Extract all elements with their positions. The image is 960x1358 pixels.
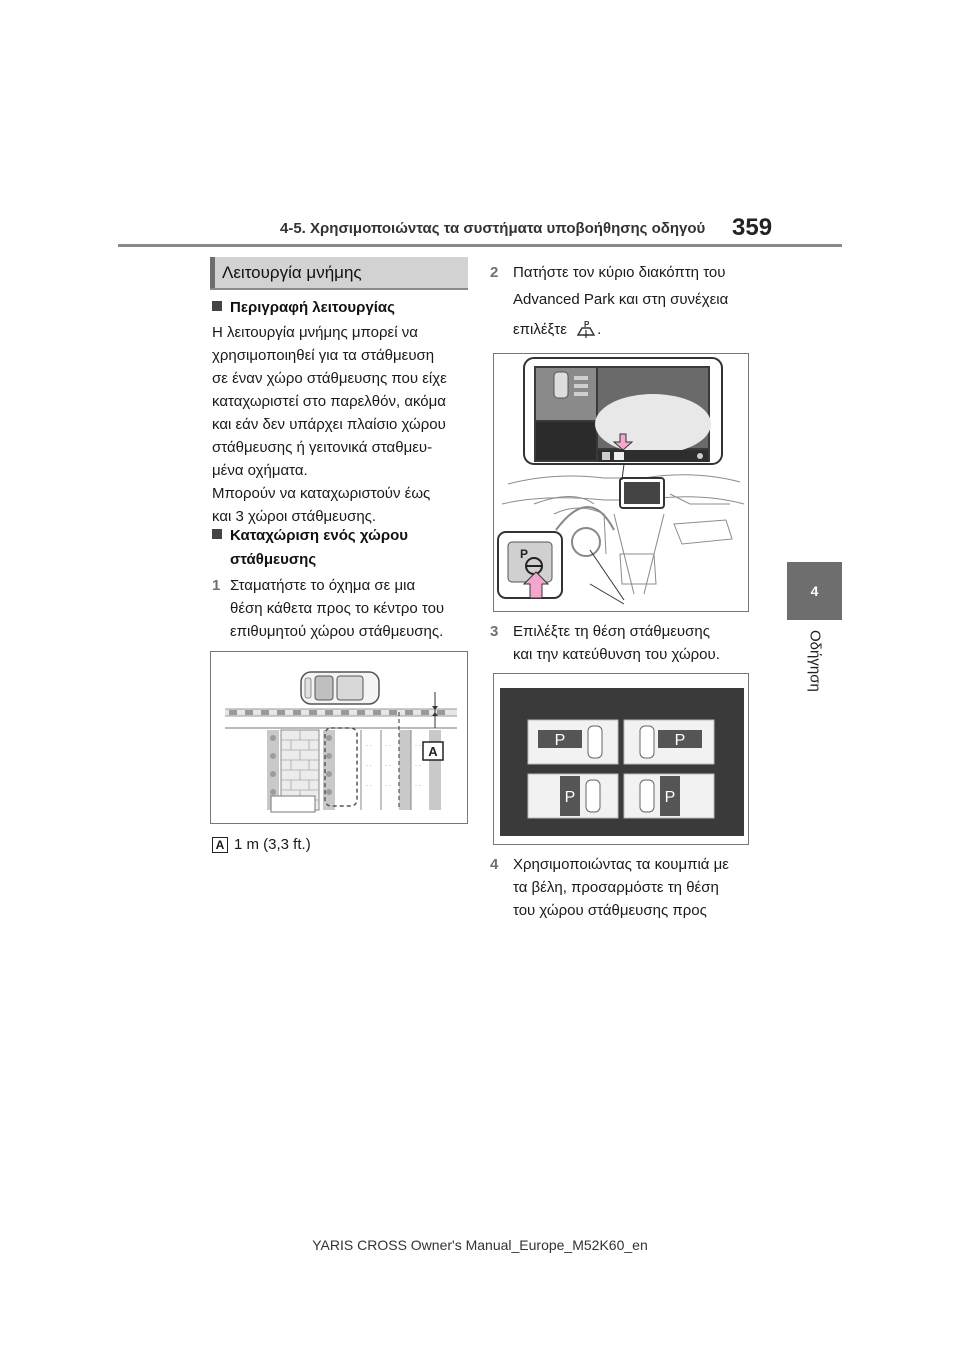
parking-selection-drawing: P P P P — [494, 674, 748, 844]
step-1: 1 Σταματήστε το όχημα σε μια θέση κάθετα… — [212, 574, 472, 643]
svg-text:- -: - - — [385, 743, 391, 749]
step-1-text: Σταματήστε το όχημα σε μια θέση κάθετα π… — [230, 577, 445, 640]
option-1-label: P — [555, 732, 566, 749]
switch-letter: P — [520, 547, 528, 561]
step-2-text: Πατήστε τον κύριο διακόπτη του Advanced … — [490, 259, 790, 349]
header-section-title: 4-5. Χρησιμοποιώντας τα συστήματα υποβοή… — [280, 220, 706, 237]
option-3-label: P — [565, 789, 576, 806]
step-4: 4 Χρησιμοποιώντας τα κουμπιά με τα βέλη,… — [490, 853, 790, 922]
section-heading-text: Λειτουργία μνήμης — [222, 263, 362, 282]
figure-label-a: A — [428, 744, 438, 759]
parking-lot-drawing: - - - - - - - - - - - - - - - - - - A — [211, 652, 467, 823]
option-4-label: P — [665, 789, 676, 806]
option-2-label: P — [675, 732, 686, 749]
step-3-text: Επιλέξτε τη θέση στάθμευσης και την κατε… — [513, 623, 720, 663]
parking-memory-icon: P — [575, 320, 597, 349]
description-paragraph: Η λειτουργία μνήμης μπορεί να χρησιμοποι… — [212, 324, 447, 525]
chapter-tab: 4 — [787, 562, 842, 620]
svg-text:P: P — [584, 320, 590, 329]
square-bullet-icon — [212, 529, 222, 539]
parking-lot-illustration: - - - - - - - - - - - - - - - - - - A — [210, 651, 468, 824]
step-2: 2 Πατήστε τον κύριο διακόπτη του Advance… — [490, 259, 790, 349]
label-a-box: A — [212, 837, 228, 853]
parking-selection-illustration: P P P P — [493, 673, 749, 845]
svg-text:- -: - - — [415, 743, 421, 749]
caption-text: 1 m (3,3 ft.) — [234, 836, 311, 853]
subhead-register: Καταχώριση ενός χώρου στάθμευσης — [212, 524, 408, 572]
square-bullet-icon — [212, 301, 222, 311]
dashboard-drawing: P — [497, 357, 745, 605]
dashboard-illustration: P — [493, 353, 749, 612]
figure-caption: A 1 m (3,3 ft.) — [212, 836, 311, 853]
svg-text:- -: - - — [385, 763, 391, 769]
svg-text:- -: - - — [415, 763, 421, 769]
svg-text:- -: - - — [366, 743, 372, 749]
svg-text:- -: - - — [366, 783, 372, 789]
svg-text:- -: - - — [385, 783, 391, 789]
chapter-number: 4 — [810, 583, 819, 599]
page-number: 359 — [732, 214, 773, 241]
chapter-label: Οδήγηση — [806, 630, 824, 692]
header-divider — [118, 244, 842, 247]
step-3: 3 Επιλέξτε τη θέση στάθμευσης και την κα… — [490, 620, 790, 666]
section-heading: Λειτουργία μνήμης — [210, 257, 468, 290]
step-4-text: Χρησιμοποιώντας τα κουμπιά με τα βέλη, π… — [513, 856, 729, 919]
footer-text: YARIS CROSS Owner's Manual_Europe_M52K60… — [312, 1237, 648, 1253]
subhead-description: Περιγραφή λειτουργίας — [212, 296, 395, 320]
section-heading-bar — [210, 257, 215, 288]
svg-text:- -: - - — [415, 783, 421, 789]
svg-text:- -: - - — [366, 763, 372, 769]
